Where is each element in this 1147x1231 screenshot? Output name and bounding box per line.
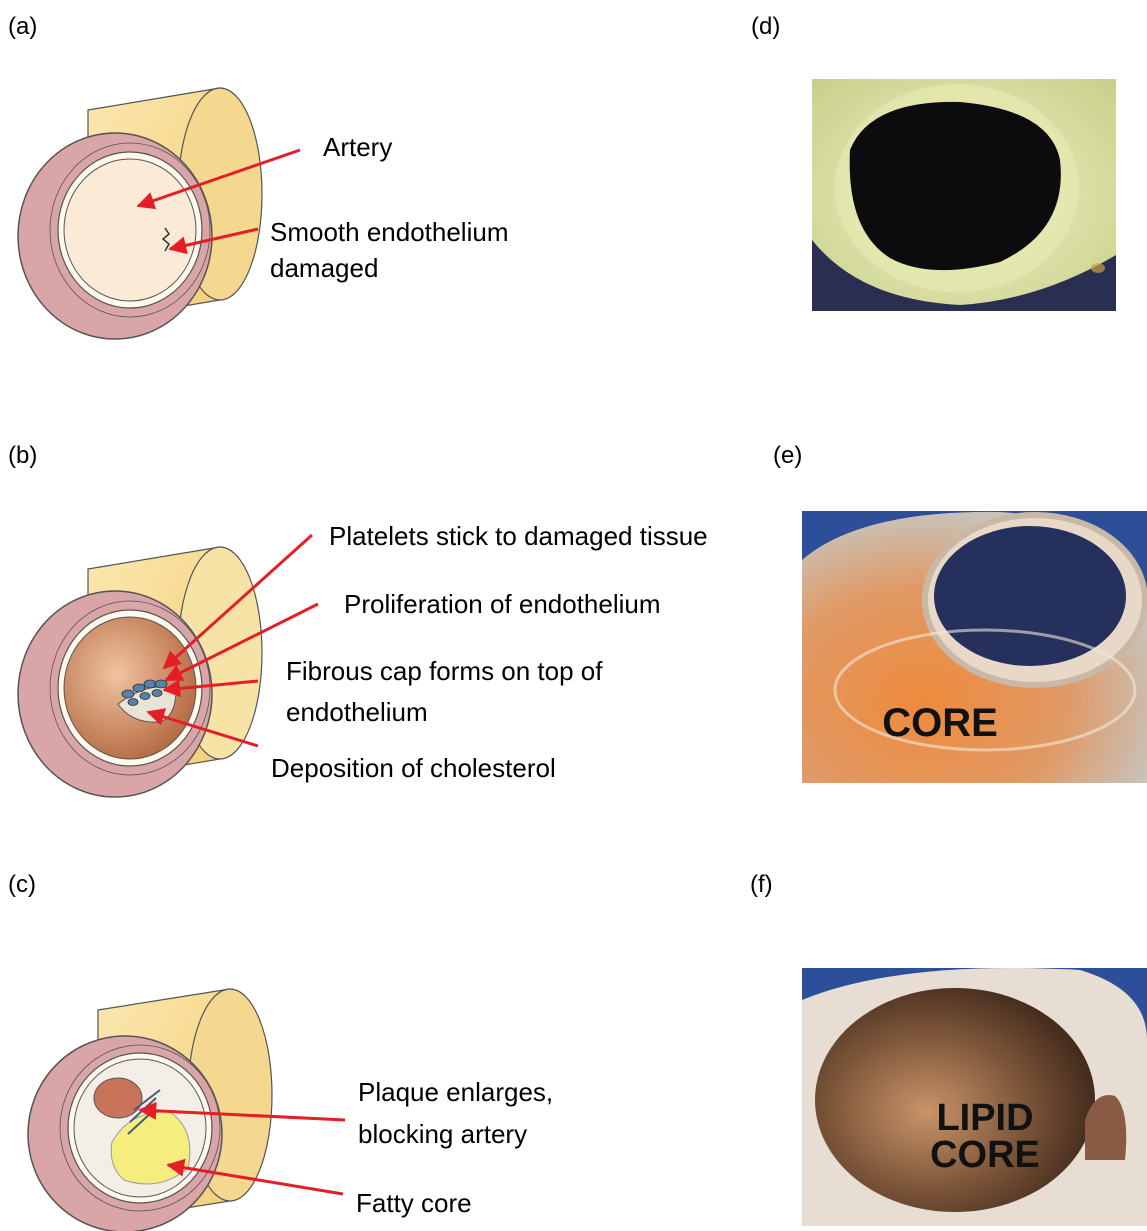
panel-label-e: (e): [773, 442, 802, 469]
photo-text-lipid: LIPID: [936, 1097, 1033, 1139]
label-artery: Artery: [323, 132, 392, 162]
label-endothelium-1: Smooth endothelium: [270, 217, 508, 247]
artery-diagram-b: [18, 547, 262, 797]
label-platelets: Platelets stick to damaged tissue: [329, 521, 708, 551]
label-endothelium-2: damaged: [270, 253, 378, 283]
label-plaque-1: Plaque enlarges,: [358, 1077, 553, 1107]
label-fatty: Fatty core: [356, 1188, 472, 1218]
photo-text-core: CORE: [882, 701, 998, 745]
panel-label-f: (f): [750, 871, 773, 898]
panel-label-d: (d): [751, 13, 780, 40]
panel-a: (a) Artery Smooth endothelium damaged: [8, 13, 508, 339]
label-fibrous-1: Fibrous cap forms on top of: [286, 656, 603, 686]
label-plaque-2: blocking artery: [358, 1119, 527, 1149]
panel-c: (c) Plaque enlarges, blocking artery Fat…: [8, 871, 553, 1231]
artery-photo-e: CORE: [802, 511, 1147, 783]
photo-text-core-f: CORE: [930, 1134, 1040, 1176]
panel-b: (b) Platelets stick to damaged tissue: [8, 442, 708, 797]
artery-photo-f: LIPID CORE: [802, 968, 1147, 1226]
label-cholesterol: Deposition of cholesterol: [271, 753, 556, 783]
artery-photo-d: [812, 79, 1116, 311]
panel-f: (f) LIPID CORE: [750, 871, 1147, 1226]
panel-label-a: (a): [8, 13, 37, 40]
artery-diagram-a: [18, 88, 262, 339]
label-fibrous-2: endothelium: [286, 697, 428, 727]
panel-label-b: (b): [8, 442, 37, 469]
label-proliferation: Proliferation of endothelium: [344, 589, 661, 619]
panel-d: (d): [751, 13, 1116, 311]
panel-label-c: (c): [8, 871, 36, 898]
panel-e: (e) CORE: [773, 442, 1147, 783]
